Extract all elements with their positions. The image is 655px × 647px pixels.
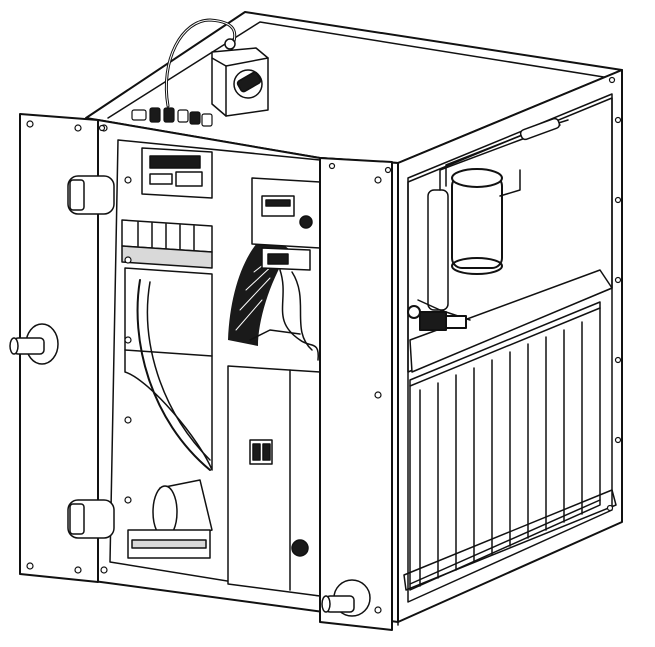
drain-pan xyxy=(403,489,617,591)
expansion-valve xyxy=(407,305,467,331)
terminal-block xyxy=(121,219,213,269)
sensor-module xyxy=(261,247,311,271)
isolator-cable-inner xyxy=(165,19,236,107)
blower-housing xyxy=(124,267,213,471)
compressor xyxy=(451,168,503,275)
refrigerant-tubes xyxy=(417,117,569,321)
top-screws xyxy=(98,76,616,174)
connection-stub-right xyxy=(321,579,371,617)
isolator-switch xyxy=(211,38,269,117)
coil-fins xyxy=(409,301,601,591)
frame-screws xyxy=(124,116,622,512)
top-panel-seam xyxy=(107,21,611,119)
door-screws xyxy=(26,120,108,574)
controller-box xyxy=(251,177,321,249)
front-right-post xyxy=(319,157,393,631)
compartment-shelf xyxy=(409,269,613,373)
left-door-panel xyxy=(19,113,99,583)
post-screws xyxy=(374,176,382,614)
control-panel xyxy=(141,147,213,199)
fan-motor xyxy=(127,479,213,559)
door-hinge-bottom xyxy=(67,499,115,539)
wiring-harness xyxy=(249,269,319,361)
door-hinge-top xyxy=(67,175,115,215)
inner-access-panel xyxy=(227,365,321,597)
cable-glands xyxy=(131,107,213,127)
connection-stub-left xyxy=(9,323,59,365)
